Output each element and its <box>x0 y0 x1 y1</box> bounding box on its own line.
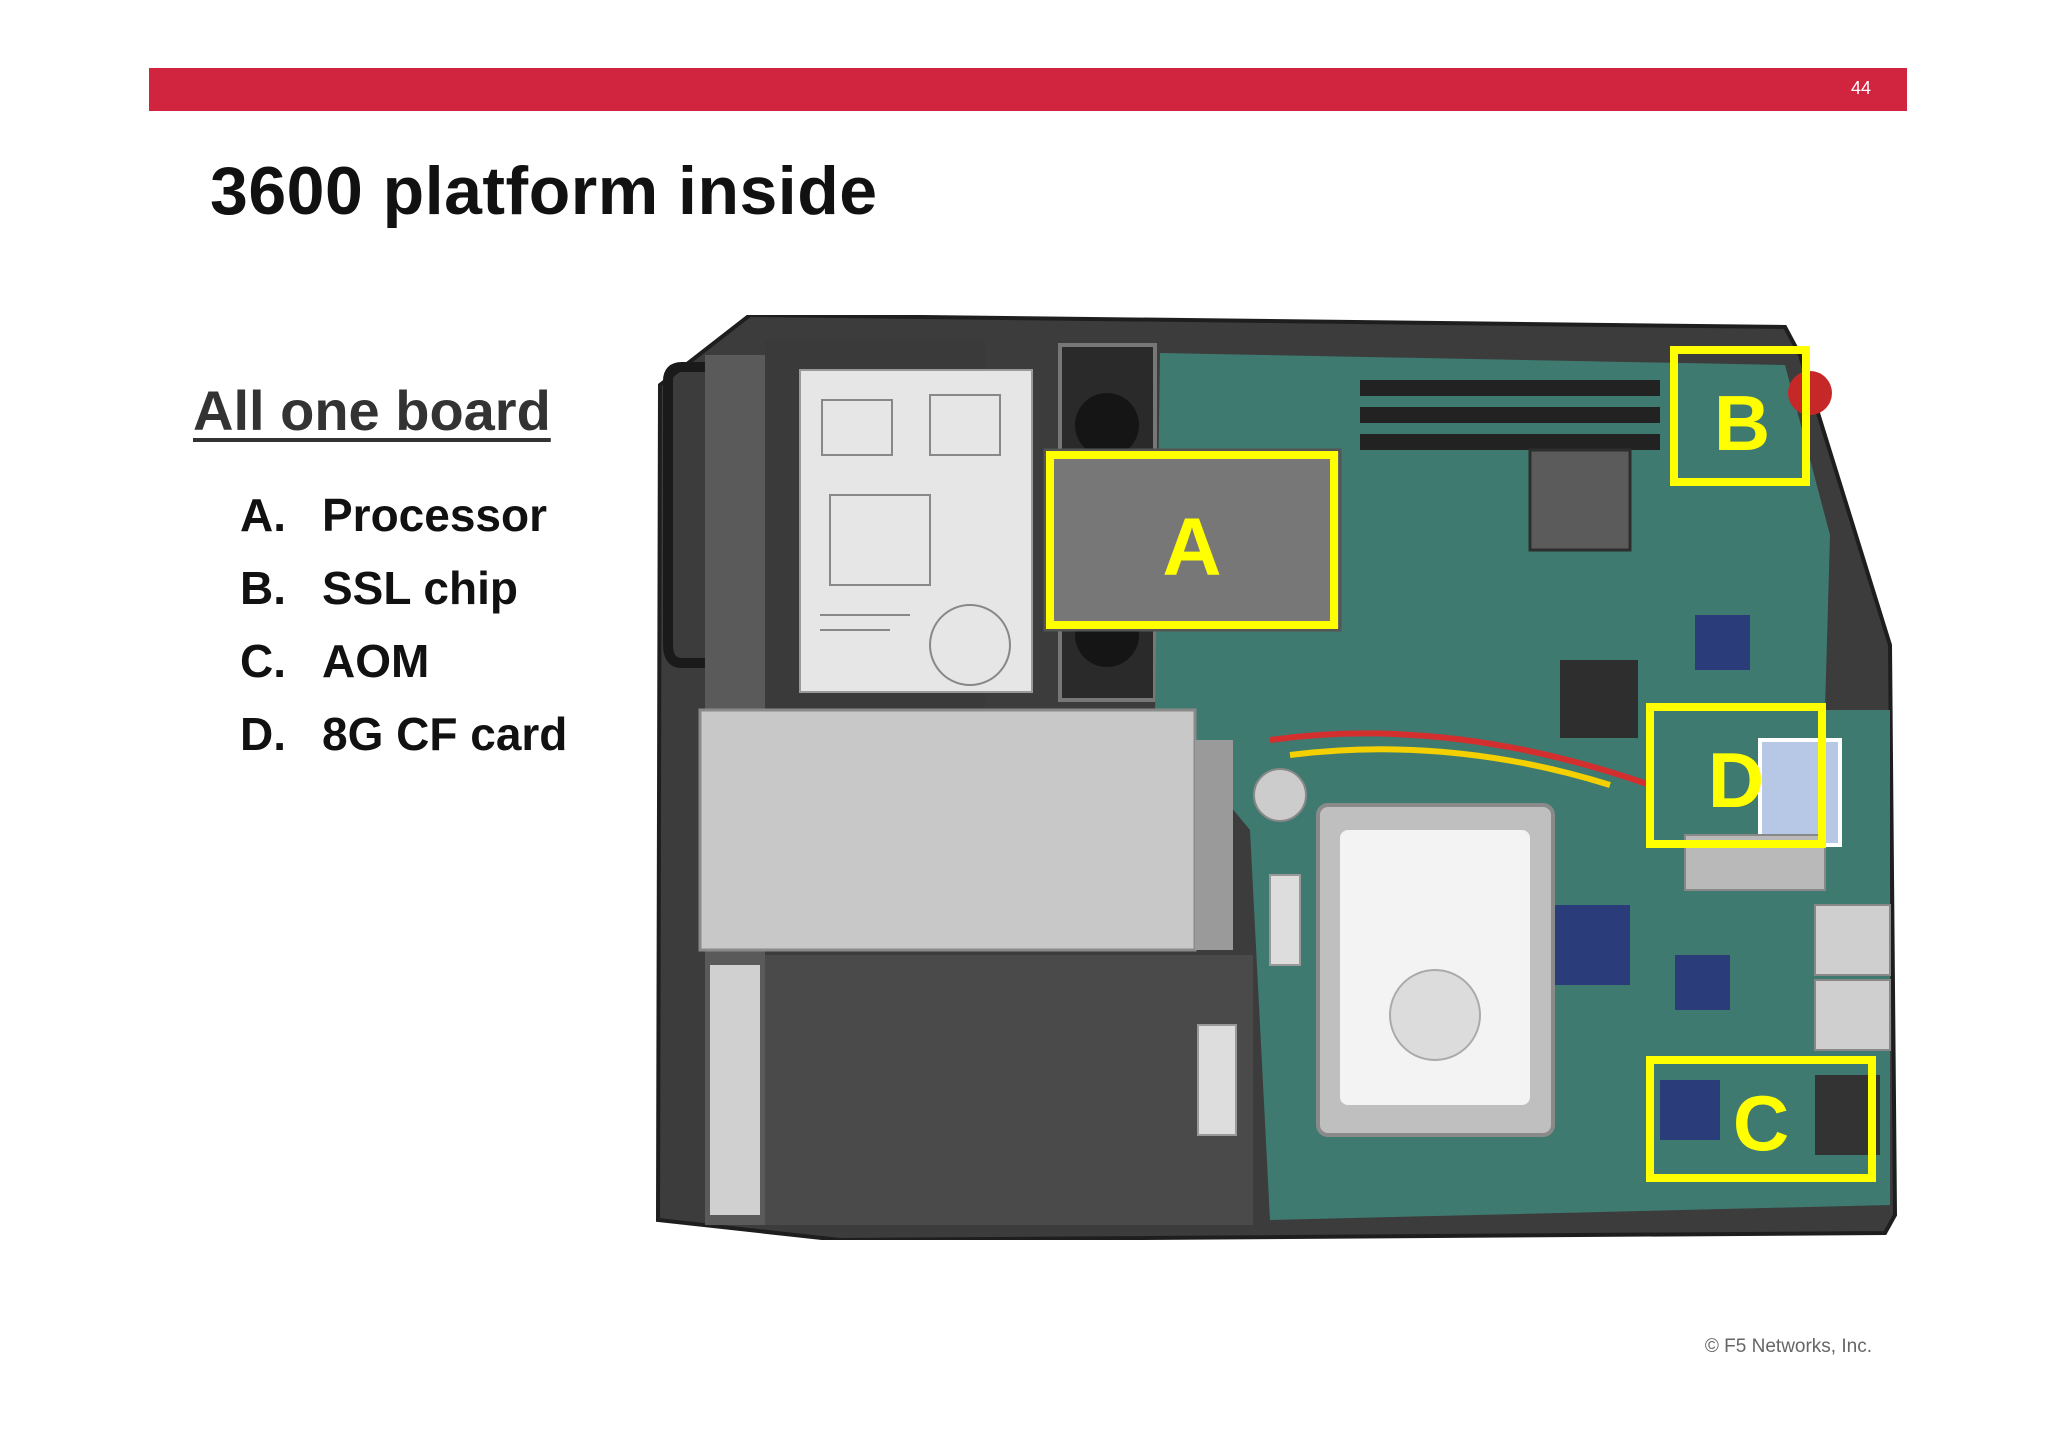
list-item: B. SSL chip <box>240 551 567 624</box>
header-bar: 44 <box>149 68 1907 111</box>
callout-box-a <box>1046 451 1338 629</box>
callout-label-b: B <box>1714 379 1770 467</box>
memory-slot <box>1360 407 1660 423</box>
hard-drive-label <box>1340 830 1530 1105</box>
cable <box>1269 730 1651 788</box>
aom-chip <box>1660 1080 1720 1140</box>
chip <box>1550 905 1630 985</box>
list-item-letter: A. <box>240 488 286 541</box>
callout-box-b <box>1670 346 1810 486</box>
cf-card <box>1758 738 1842 847</box>
chip <box>1695 615 1750 670</box>
copyright-footer: © F5 Networks, Inc. <box>1704 1336 1872 1357</box>
connector <box>1197 1024 1237 1136</box>
slide-title: 3600 platform inside <box>210 153 878 229</box>
list-item: C. AOM <box>240 624 567 697</box>
callout-label-a: A <box>1162 502 1221 593</box>
component-list: A. Processor B. SSL chip C. AOM D. 8G CF car… <box>240 478 567 770</box>
hard-drive-spindle <box>1389 969 1481 1061</box>
slide-subtitle: All one board <box>193 379 551 442</box>
chip <box>1675 955 1730 1010</box>
cable <box>1289 746 1611 788</box>
page-number: 44 <box>1850 78 1871 98</box>
lower-bay <box>765 955 1253 1225</box>
rail-bracket <box>710 965 760 1215</box>
list-item-letter: B. <box>240 561 286 614</box>
list-item-text: SSL chip <box>322 561 518 614</box>
network-port <box>1814 904 1891 976</box>
heatsink <box>1528 448 1632 552</box>
power-supply <box>698 708 1197 952</box>
callout-box-d <box>1646 703 1826 848</box>
network-port <box>1814 979 1891 1051</box>
callout-box-c <box>1646 1056 1876 1182</box>
service-label-drawing <box>820 394 1011 686</box>
list-item-letter: D. <box>240 707 286 760</box>
memory-slot <box>1360 434 1660 450</box>
connector <box>1269 874 1301 966</box>
memory-slot <box>1360 380 1660 396</box>
list-item-text: Processor <box>322 488 548 541</box>
callout-label-c: C <box>1733 1079 1789 1167</box>
chassis-photo: A B C D <box>655 315 1898 1240</box>
list-item-text: 8G CF card <box>322 707 568 760</box>
list-item-letter: C. <box>240 634 286 687</box>
heatsink <box>1560 660 1638 738</box>
fan <box>1075 393 1139 457</box>
callout-label-d: D <box>1708 736 1764 824</box>
list-item: D. 8G CF card <box>240 697 567 770</box>
power-supply-grille <box>1195 740 1233 950</box>
chassis-handle <box>663 362 750 668</box>
list-item: A. Processor <box>240 478 567 551</box>
service-label <box>799 369 1033 693</box>
battery <box>1253 768 1307 822</box>
list-item-text: AOM <box>322 634 430 687</box>
processor-cover <box>1043 448 1342 632</box>
